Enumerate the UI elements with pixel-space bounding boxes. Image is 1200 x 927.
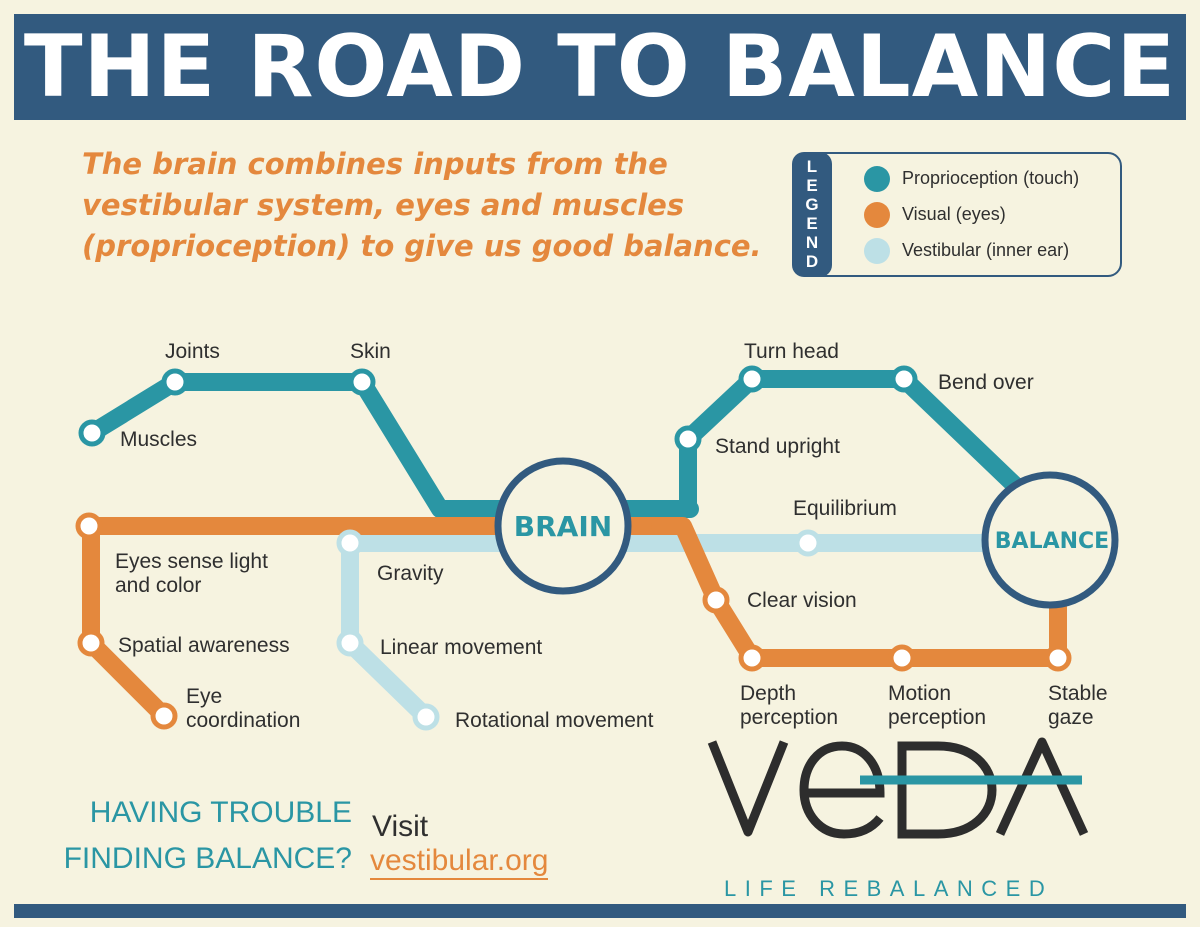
page-title: THE ROAD TO BALANCE: [23, 17, 1177, 117]
station-spatial-awareness: [77, 629, 105, 657]
legend-letter: D: [805, 252, 819, 271]
legend-swatch-vestibular: [864, 238, 890, 264]
visual-line-left: [82, 517, 674, 725]
slogan: LIFE REBALANCED: [724, 876, 1054, 901]
label-muscles: Muscles: [120, 428, 197, 451]
visit-label: Visit: [372, 810, 429, 843]
label-bend-over: Bend over: [938, 371, 1034, 394]
label-stable-gaze-line2: gaze: [1048, 706, 1094, 729]
website-link[interactable]: vestibular.org: [370, 844, 549, 880]
title-banner: THE ROAD TO BALANCE: [14, 14, 1186, 120]
label-stand-upright: Stand upright: [715, 435, 840, 458]
label-rotational-movement: Rotational movement: [455, 709, 654, 732]
station-stand-upright: [674, 425, 702, 453]
label-motion-perception-line1: Motion: [888, 682, 951, 705]
label-eye-coordination-line2: coordination: [186, 709, 300, 732]
station-muscles: [78, 419, 106, 447]
bottom-bar: [14, 904, 1186, 918]
legend: L E G E N D Proprioception (touch) Visua…: [792, 152, 1124, 277]
station-stable-gaze: [1044, 644, 1072, 672]
station-linear-movement: [336, 629, 364, 657]
legend-letter: L: [806, 157, 818, 176]
brain-hub-label: BRAIN: [514, 510, 612, 543]
label-linear-movement: Linear movement: [380, 636, 542, 659]
legend-letter: E: [806, 214, 818, 233]
label-stable-gaze-line1: Stable: [1048, 682, 1108, 705]
label-clear-vision: Clear vision: [747, 589, 857, 612]
label-turn-head: Turn head: [744, 340, 839, 363]
station-clear-vision: [702, 586, 730, 614]
station-gravity: [336, 529, 364, 557]
label-gravity: Gravity: [377, 562, 444, 585]
station-rotational-movement: [412, 703, 440, 731]
station-eye-coordination: [150, 702, 178, 730]
trouble-callout: HAVING TROUBLE FINDING BALANCE?: [40, 790, 352, 882]
label-joints: Joints: [165, 340, 220, 363]
trouble-line-2: FINDING BALANCE?: [63, 842, 352, 875]
label-eyes-sense-line1: Eyes sense light: [115, 550, 268, 573]
legend-label-visual: Visual (eyes): [902, 204, 1006, 224]
legend-swatch-visual: [864, 202, 890, 228]
tagline: The brain combines inputs from the vesti…: [82, 147, 762, 263]
balance-hub: [981, 471, 1119, 609]
station-depth-perception: [738, 644, 766, 672]
station-skin: [348, 368, 376, 396]
balance-hub-label: BALANCE: [995, 529, 1109, 554]
legend-letter: N: [805, 233, 819, 252]
veda-logo: [707, 737, 1089, 839]
station-motion-perception: [888, 644, 916, 672]
legend-tab: L E G E N D: [792, 152, 832, 277]
station-eyes-sense: [75, 512, 103, 540]
station-equilibrium: [794, 529, 822, 557]
legend-label-proprioception: Proprioception (touch): [902, 168, 1080, 188]
brain-hub: [494, 457, 632, 595]
legend-letter: G: [805, 195, 819, 214]
legend-letter: E: [806, 176, 818, 195]
trouble-line-1: HAVING TROUBLE: [89, 796, 352, 829]
legend-label-vestibular: Vestibular (inner ear): [902, 240, 1070, 260]
legend-swatch-proprioception: [864, 166, 890, 192]
label-equilibrium: Equilibrium: [793, 497, 897, 520]
label-skin: Skin: [350, 340, 391, 363]
station-bend-over: [890, 365, 918, 393]
label-motion-perception-line2: perception: [888, 706, 986, 729]
label-depth-perception-line2: perception: [740, 706, 838, 729]
label-eyes-sense-line2: and color: [115, 574, 201, 597]
station-turn-head: [738, 365, 766, 393]
station-joints: [161, 368, 189, 396]
label-spatial-awareness: Spatial awareness: [118, 634, 290, 657]
label-depth-perception-line1: Depth: [740, 682, 796, 705]
label-eye-coordination-line1: Eye: [186, 685, 222, 708]
